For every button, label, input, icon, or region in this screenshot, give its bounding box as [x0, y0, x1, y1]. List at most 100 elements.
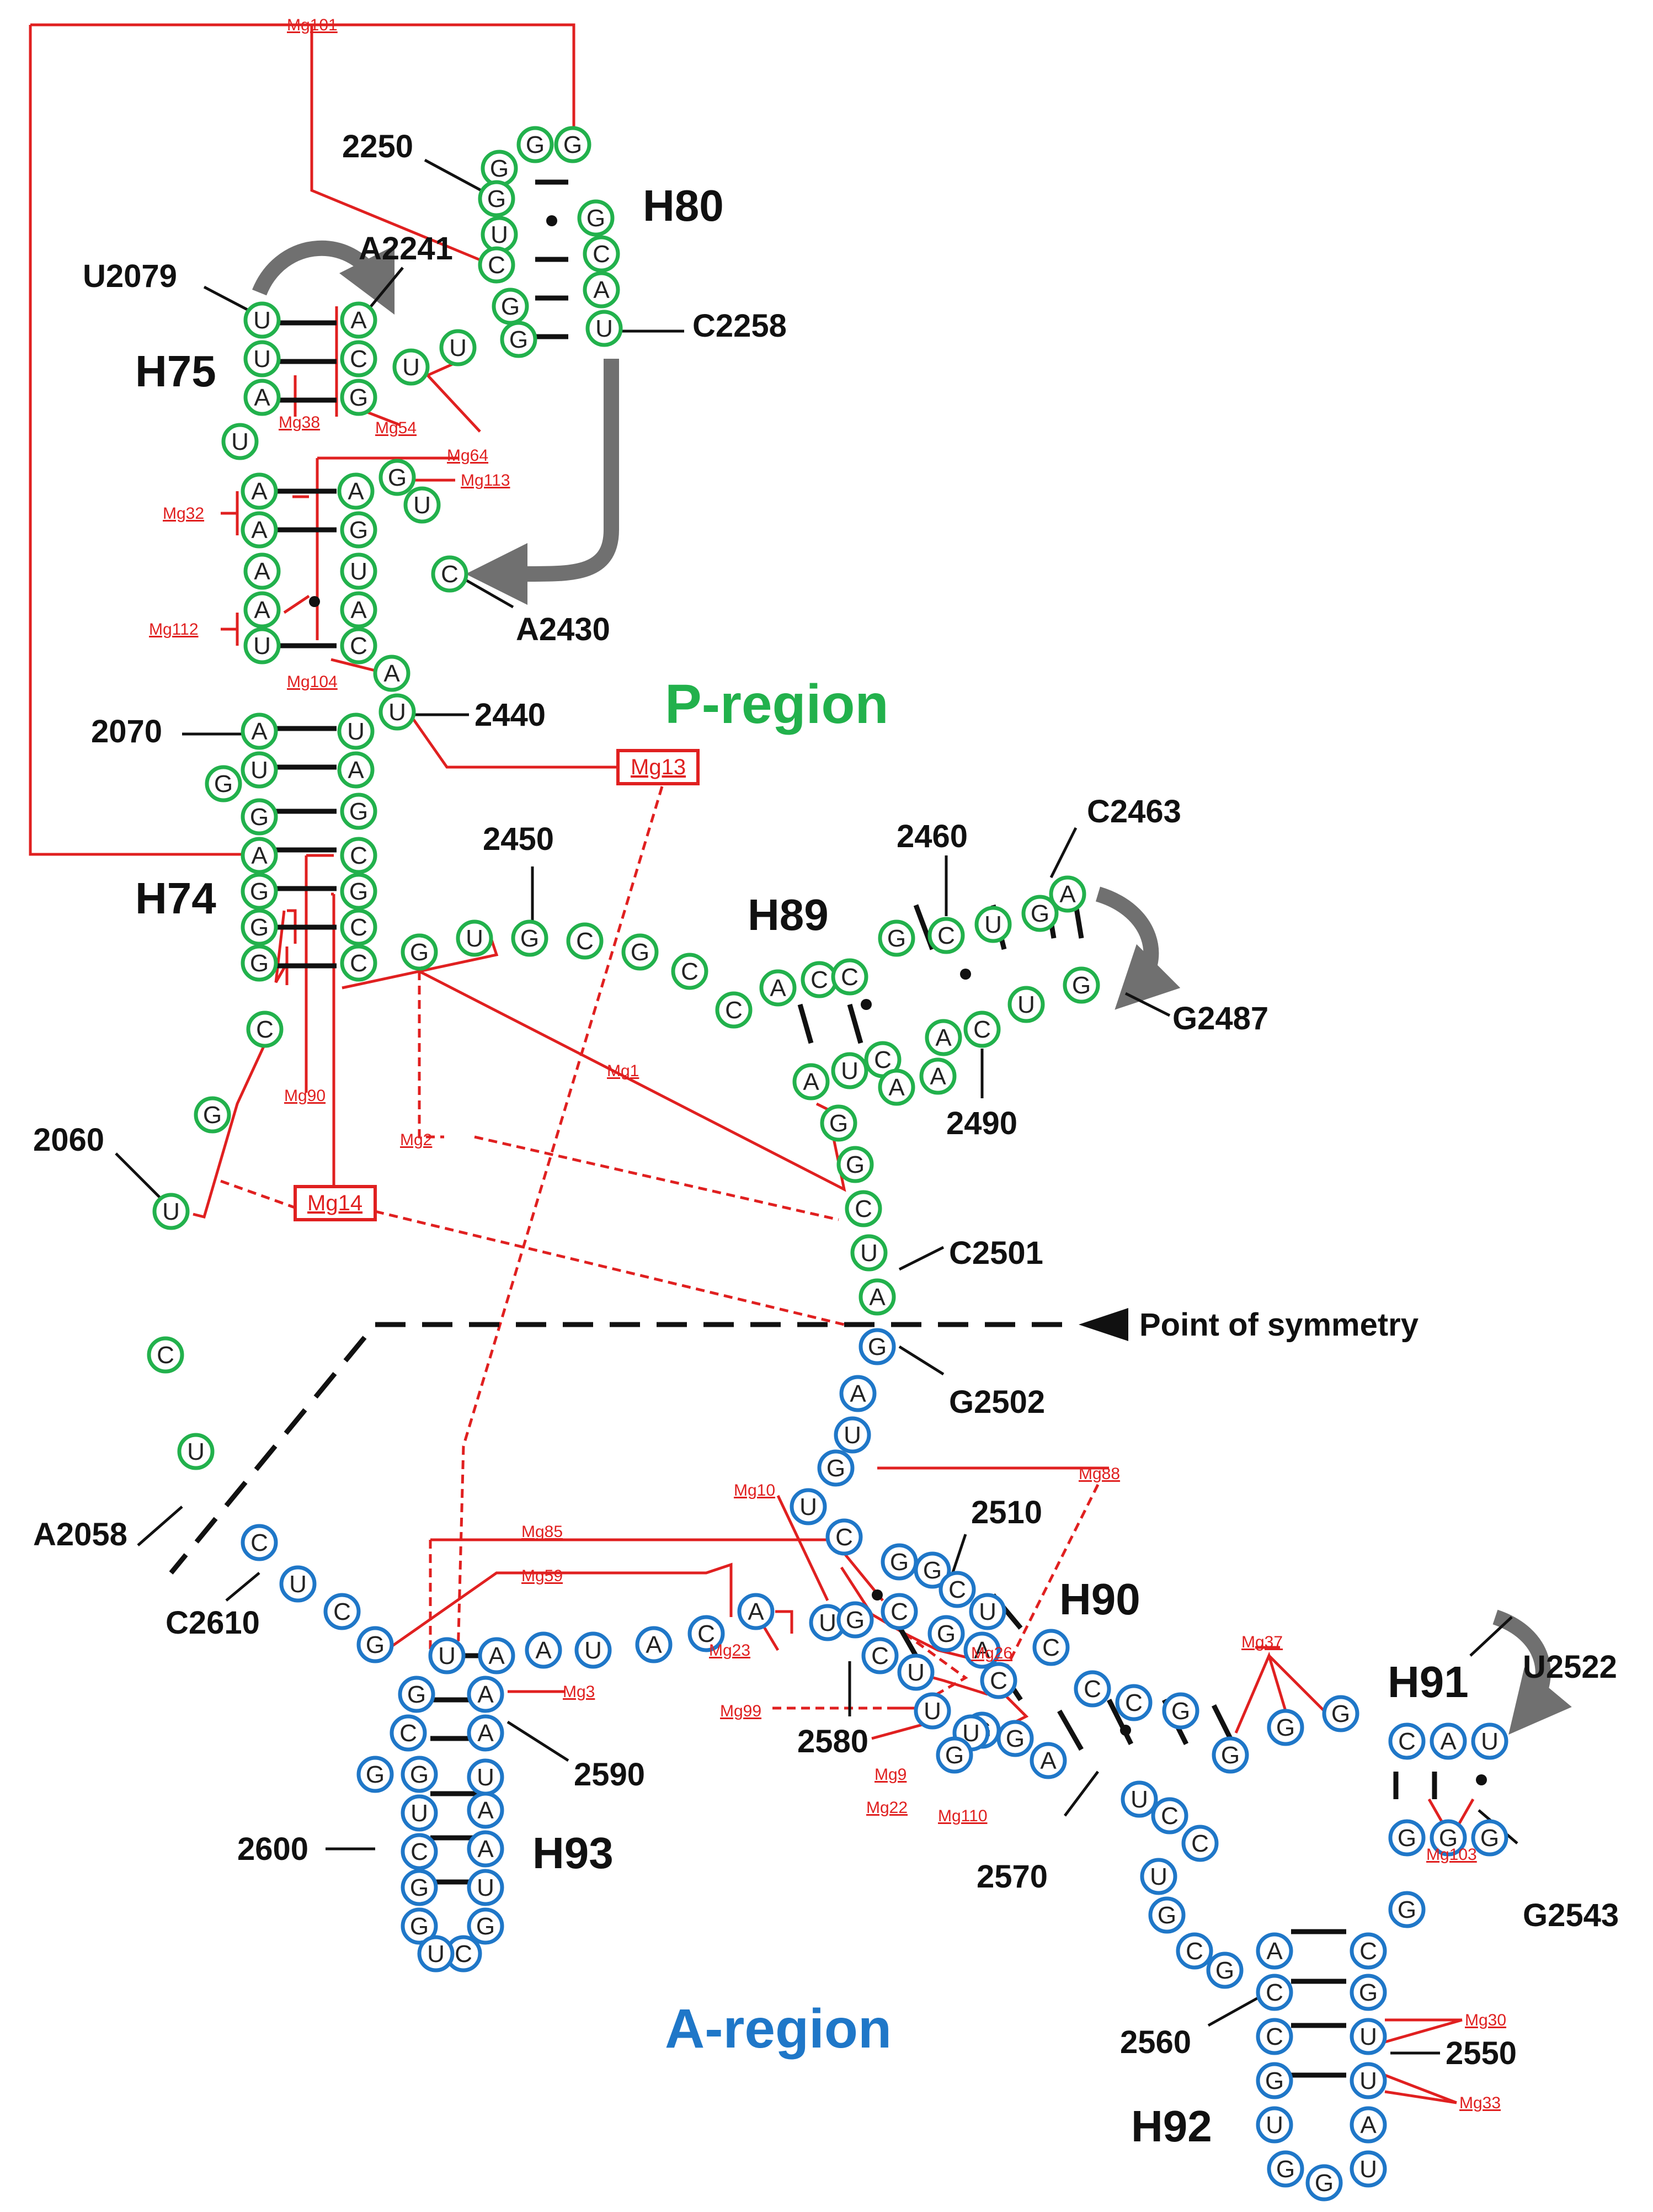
a-region-nucleotide-letter: U: [1359, 2156, 1377, 2183]
p-region-nucleotide: G: [194, 1096, 231, 1134]
p-region-nucleotide-circle: [836, 1146, 874, 1183]
p-region-nucleotide-letter: U: [253, 307, 271, 334]
p-region-nucleotide-letter: C: [350, 914, 367, 941]
a-region-nucleotide-letter: A: [1266, 1938, 1283, 1965]
p-region-nucleotide: G: [340, 873, 377, 910]
a-region-nucleotide-circle: [834, 1416, 871, 1454]
a-region-nucleotide: U: [574, 1631, 612, 1669]
p-region-nucleotide: U: [378, 693, 416, 731]
a-region-nucleotide-circle: [969, 1593, 1006, 1630]
a-region-nucleotide-letter: C: [1359, 1938, 1377, 1965]
a-region-nucleotide-letter: U: [1131, 1786, 1148, 1813]
a-region-nucleotide: G: [401, 1756, 438, 1793]
p-region-nucleotide-circle: [340, 793, 377, 830]
a-region-nucleotide-circle: [1030, 1742, 1067, 1779]
wobble-dots: [309, 215, 1487, 1785]
a-region-nucleotide-letter: C: [1266, 2023, 1283, 2050]
p-region-nucleotide: G: [241, 908, 278, 946]
a-region-nucleotide: U: [790, 1488, 827, 1525]
p-region-nucleotide-circle: [878, 1068, 915, 1106]
a-region-nucleotide-letter: U: [410, 1800, 428, 1827]
p-region-nucleotide-circle: [577, 199, 615, 237]
p-region-nucleotide: G: [241, 944, 278, 982]
mg-label-mg1: Mg1: [607, 1062, 639, 1080]
a-region-nucleotide: A: [1430, 1722, 1467, 1760]
p-region-nucleotide: U: [243, 301, 281, 339]
a-region-nucleotide-letter: G: [1398, 1825, 1416, 1852]
a-region-nucleotide: G: [1350, 1974, 1387, 2011]
p-region-nucleotide-letter: G: [520, 925, 539, 952]
a-region-nucleotide-circle: [1350, 2062, 1387, 2099]
a-region-nucleotide: C: [1151, 1797, 1188, 1835]
a-region-nucleotide: C: [241, 1524, 278, 1561]
p-region-nucleotide-letter: C: [841, 964, 859, 991]
mg-label-mg32: Mg32: [163, 504, 204, 523]
a-region-nucleotide-circle: [914, 1551, 951, 1589]
mg-label-mg113: Mg113: [461, 471, 510, 490]
a-region-nucleotide: U: [834, 1416, 871, 1454]
p-region-nucleotide-circle: [241, 944, 278, 982]
a-region-nucleotide-letter: G: [1398, 1896, 1416, 1923]
a-region-nucleotide: A: [963, 1631, 1001, 1669]
p-region-nucleotide-letter: A: [350, 597, 367, 624]
a-region-nucleotide: G: [398, 1676, 435, 1713]
a-region-nucleotide-letter: G: [923, 1557, 942, 1584]
a-region-nucleotide-circle: [1350, 1932, 1387, 1970]
a-region-nucleotide-letter: U: [907, 1659, 925, 1686]
p-region-nucleotide-letter: G: [250, 950, 269, 977]
a-region-nucleotide-circle: [1350, 2150, 1387, 2188]
p-region-nucleotide: A: [792, 1063, 830, 1100]
p-region-nucleotide-circle: [1021, 895, 1059, 932]
a-region-nucleotide-circle: [467, 1907, 504, 1945]
helix-label-h80: H80: [643, 181, 724, 230]
p-region-nucleotide-circle: [925, 1019, 962, 1056]
a-region-nucleotide-circle: [467, 1714, 504, 1752]
label-2590: 2590: [574, 1757, 645, 1793]
p-region-nucleotide-circle: [919, 1057, 957, 1095]
mg64-vert: [316, 456, 458, 640]
label-2570: 2570: [977, 1859, 1048, 1895]
a-region-nucleotide-letter: C: [948, 1576, 966, 1603]
a-region-nucleotide-letter: U: [979, 1598, 996, 1625]
p-region-nucleotide-letter: U: [187, 1438, 205, 1465]
p-region-label: P-region: [665, 673, 889, 735]
p-region-nucleotide-letter: U: [1017, 991, 1035, 1018]
p-region-nucleotide-letter: G: [846, 1151, 865, 1178]
p-region-nucleotide: G: [511, 919, 548, 957]
p-region-nucleotide-circle: [241, 873, 278, 910]
a-region-nucleotide-circle: [1350, 2106, 1387, 2144]
symmetry-arrow-icon: [1079, 1308, 1128, 1341]
helix-label-h91: H91: [1388, 1657, 1469, 1706]
label-2600: 2600: [237, 1831, 308, 1867]
p-region-nucleotide-circle: [831, 958, 868, 996]
a-region-nucleotide-letter: G: [945, 1742, 964, 1769]
p-region-nucleotide: G: [340, 793, 377, 830]
mg-label-mg9: Mg9: [875, 1766, 907, 1784]
a-region-nucleotide-circle: [817, 1449, 855, 1487]
p-region-nucleotide-letter: U: [841, 1057, 859, 1084]
residue-number-labels: 2250 U2079 A2241 C2258 A2430 2070 2440 2…: [33, 129, 1619, 2071]
a-region-nucleotide: G: [1148, 1896, 1186, 1934]
p-region-nucleotide-circle: [340, 511, 377, 549]
p-region-nucleotide-circle: [246, 1011, 284, 1048]
a-region-nucleotide-letter: G: [1480, 1825, 1499, 1852]
mg-label-mg38: Mg38: [279, 413, 320, 432]
mg-label-mg30: Mg30: [1465, 2011, 1506, 2029]
p-region-nucleotide-letter: G: [214, 770, 233, 797]
a-region-nucleotide-letter: G: [1359, 1979, 1378, 2006]
p-region-nucleotide-letter: C: [441, 561, 458, 588]
p-region-nucleotide-letter: A: [770, 975, 786, 1002]
p-region-nucleotide-letter: A: [254, 597, 270, 624]
p-region-nucleotide: A: [243, 552, 281, 590]
a-region-nucleotide-letter: C: [1161, 1802, 1179, 1830]
a-region-nucleotide-circle: [1430, 1819, 1467, 1857]
a-region-nucleotide-letter: U: [844, 1422, 861, 1449]
p-region-nucleotide-letter: G: [487, 185, 506, 212]
a-region-nucleotide-circle: [417, 1935, 455, 1972]
a-region-nucleotide: A: [467, 1676, 504, 1713]
mg88-dashed-line: [997, 1483, 1100, 1684]
p-region-nucleotide-letter: C: [350, 842, 367, 869]
p-region-nucleotide-circle: [337, 751, 375, 789]
mg-label-mg104: Mg104: [287, 673, 338, 691]
p-region-nucleotide-circle: [820, 1104, 857, 1142]
